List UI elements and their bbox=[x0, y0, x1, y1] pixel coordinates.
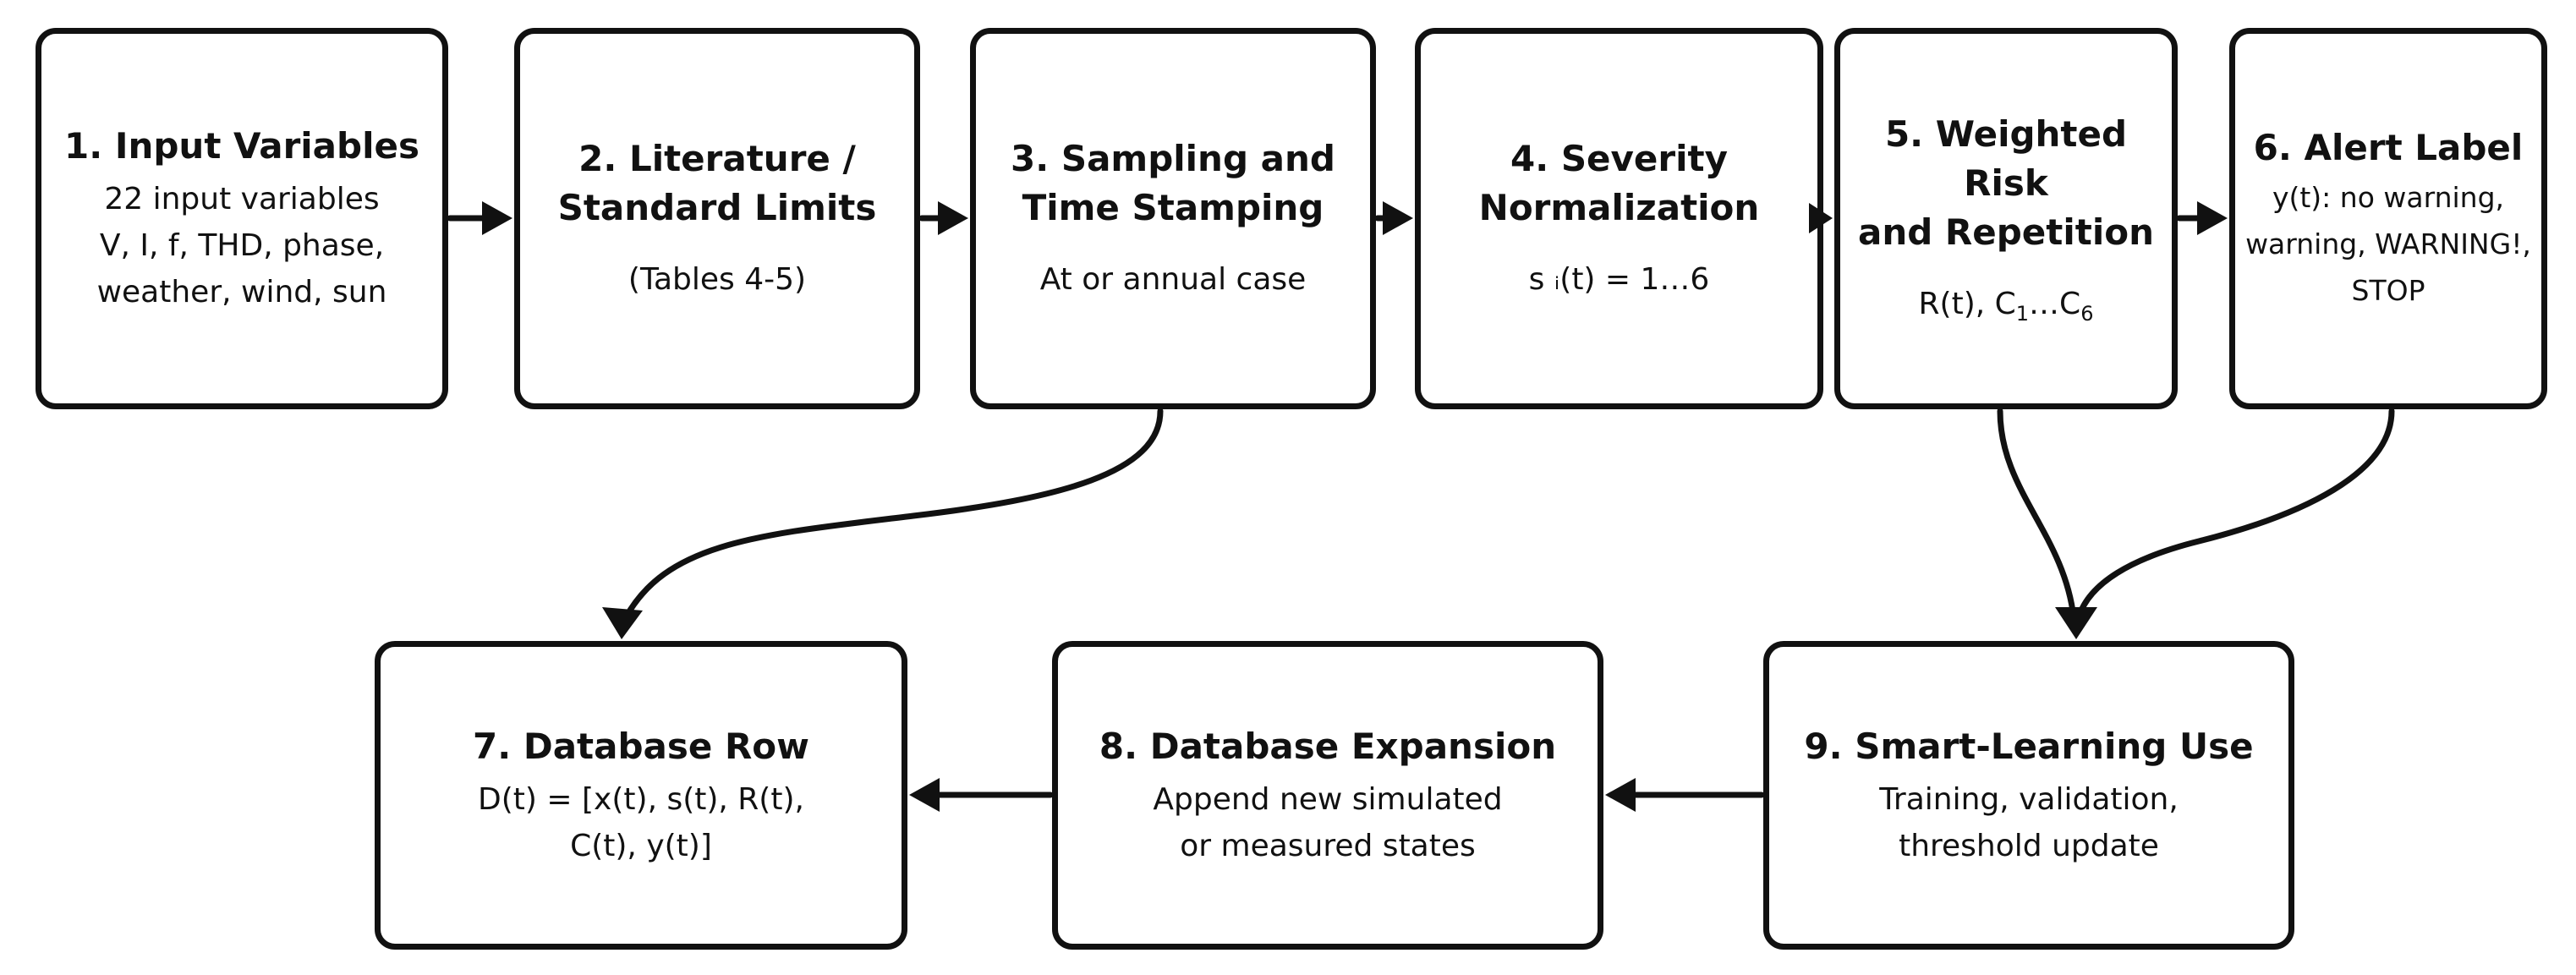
step-8-line-2: or measured states bbox=[1180, 828, 1476, 863]
step-3-sampling-time-stamping: 3. Sampling and Time Stamping At or annu… bbox=[970, 28, 1376, 409]
arrow-5-6-to-9-head bbox=[2055, 607, 2097, 639]
step-9-smart-learning-use: 9. Smart-Learning Use Training, validati… bbox=[1763, 641, 2294, 950]
arrow-8-to-7-head bbox=[909, 778, 940, 812]
step-7-line-2: C(t), y(t)] bbox=[570, 828, 712, 863]
step-7-line-1: D(t) = [x(t), s(t), R(t), bbox=[478, 781, 804, 817]
step-4-title: 4. Severity Normalization bbox=[1478, 138, 1760, 228]
step-2-line-1: (Tables 4-5) bbox=[628, 262, 807, 297]
step-6-title: 6. Alert Label bbox=[2253, 127, 2524, 168]
step-5-weighted-risk: 5. Weighted Risk and Repetition R(t), C1… bbox=[1834, 28, 2178, 409]
step-1-line-2: V, I, f, THD, phase, bbox=[99, 228, 385, 263]
step-3-line-1: At or annual case bbox=[1039, 262, 1307, 297]
step-6-line-2: warning, WARNING!, bbox=[2245, 227, 2531, 260]
step-2-title: 2. Literature / Standard Limits bbox=[557, 138, 877, 228]
step-8-line-1: Append new simulated bbox=[1153, 781, 1503, 817]
step-1-title: 1. Input Variables bbox=[64, 125, 419, 167]
step-4-severity-normalization: 4. Severity Normalization s ᵢ(t) = 1…6 bbox=[1415, 28, 1823, 409]
step-9-line-2: threshold update bbox=[1899, 828, 2159, 863]
step-2-standard-limits: 2. Literature / Standard Limits (Tables … bbox=[514, 28, 920, 409]
arrow-3-to-7-head bbox=[602, 607, 643, 639]
step-6-alert-label: 6. Alert Label y(t): no warning, warning… bbox=[2229, 28, 2547, 409]
arrow-5-to-6-head bbox=[2197, 201, 2228, 235]
step-8-database-expansion: 8. Database Expansion Append new simulat… bbox=[1052, 641, 1603, 950]
arrow-2-to-3-head bbox=[938, 201, 968, 235]
arrow-4-to-5-head bbox=[1809, 203, 1833, 233]
step-9-title: 9. Smart-Learning Use bbox=[1804, 725, 2254, 767]
arrow-9-to-8-head bbox=[1605, 778, 1636, 812]
step-6-line-1: y(t): no warning, bbox=[2272, 181, 2505, 214]
arrow-3-to-4-head bbox=[1383, 201, 1413, 235]
step-9-line-1: Training, validation, bbox=[1879, 781, 2179, 817]
step-1-line-3: weather, wind, sun bbox=[96, 275, 387, 309]
step-4-line-1: s ᵢ(t) = 1…6 bbox=[1528, 262, 1710, 297]
step-8-title: 8. Database Expansion bbox=[1099, 725, 1557, 767]
step-5-line-1: R(t), C1…C6 bbox=[1918, 287, 2094, 326]
step-7-database-row: 7. Database Row D(t) = [x(t), s(t), R(t)… bbox=[375, 641, 907, 950]
arrow-6-to-9 bbox=[2075, 408, 2395, 621]
step-6-line-3: STOP bbox=[2351, 274, 2425, 307]
arrow-3-to-7 bbox=[622, 408, 1164, 621]
step-1-line-1: 22 input variables bbox=[104, 182, 380, 216]
step-7-title: 7. Database Row bbox=[473, 725, 809, 767]
step-5-title: 5. Weighted Risk and Repetition bbox=[1857, 113, 2154, 253]
step-1-input-variables: 1. Input Variables 22 input variables V,… bbox=[36, 28, 448, 409]
arrow-5-to-9 bbox=[1997, 408, 2077, 621]
step-3-title: 3. Sampling and Time Stamping bbox=[1011, 138, 1335, 228]
arrow-1-to-2-head bbox=[482, 201, 512, 235]
